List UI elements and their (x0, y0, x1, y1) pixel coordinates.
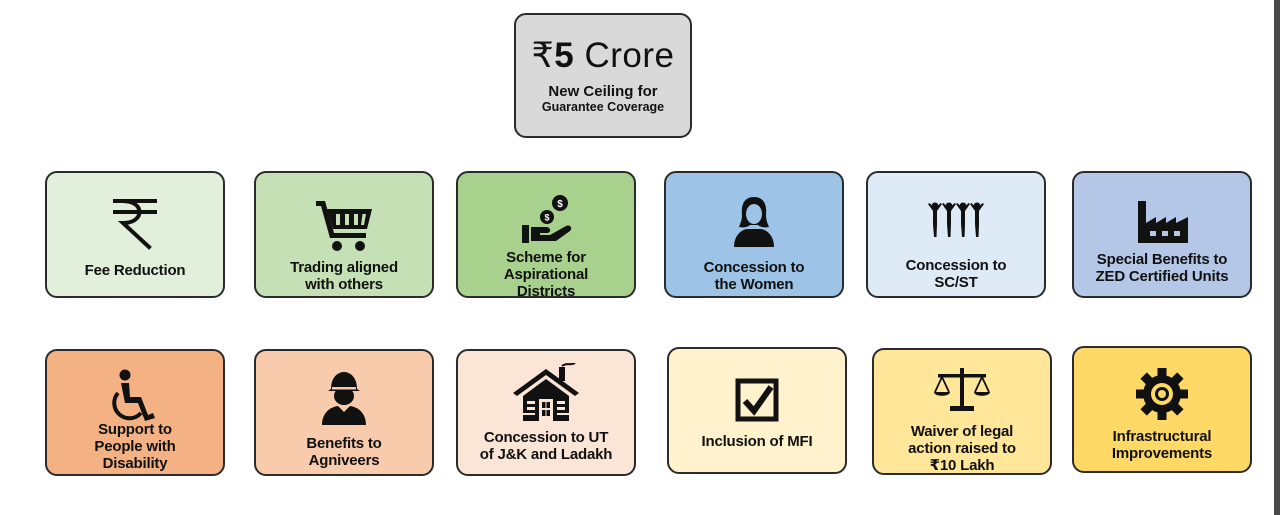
card-label-line1: Trading aligned (290, 259, 398, 276)
card-label: Inclusion of MFI (673, 433, 841, 450)
hero-subtitle-line2: Guarantee Coverage (541, 100, 665, 114)
house-icon (511, 363, 581, 425)
card-label-line1: Special Benefits to (1096, 251, 1228, 268)
card-label-line1: Waiver of legal (910, 423, 1014, 440)
card-label-line3: ₹10 Lakh (929, 457, 995, 474)
card-aspirational-districts: $ $ Scheme for Aspirational Districts (456, 171, 636, 300)
card-ut-jk-ladakh: Concession to UT of J&K and Ladakh (456, 349, 636, 476)
card-label: Concession to UT of J&K and Ladakh (462, 429, 630, 463)
card-label: Special Benefits to ZED Certified Units (1078, 251, 1246, 285)
card-label: Infrastructural Improvements (1078, 428, 1246, 462)
woman-icon (724, 189, 784, 249)
gear-icon (1132, 364, 1192, 424)
svg-text:$: $ (557, 199, 563, 210)
rupee-icon (105, 191, 165, 251)
card-concession-women: Concession to the Women (664, 171, 844, 298)
card-label-line1: Concession to UT (483, 429, 609, 446)
card-label-line2: of J&K and Ladakh (479, 446, 613, 463)
wheelchair-icon (105, 365, 165, 425)
card-label-line3: Districts (516, 283, 576, 300)
right-edge-bar (1274, 0, 1280, 515)
hero-amount-unit: Crore (584, 36, 675, 75)
group-people-icon (926, 191, 986, 251)
card-label: Fee Reduction (51, 262, 219, 279)
card-label: Support to People with Disability (51, 421, 219, 472)
card-legal-waiver: Waiver of legal action raised to ₹10 Lak… (872, 348, 1052, 475)
card-label-line1: Concession to (703, 259, 805, 276)
card-label-line2: action raised to (908, 440, 1016, 457)
card-label-line1: Inclusion of MFI (701, 433, 813, 450)
card-label-line2: with others (305, 276, 383, 293)
card-label-line2: Agniveers (308, 452, 380, 469)
hero-amount: ₹5 Crore (516, 37, 690, 75)
scales-icon (932, 362, 992, 422)
card-label-line2: Improvements (1111, 445, 1213, 462)
card-label: Waiver of legal action raised to ₹10 Lak… (878, 423, 1046, 474)
hero-amount-number: 5 (554, 36, 575, 75)
card-label-line1: Concession to (905, 257, 1007, 274)
card-label-line2: ZED Certified Units (1095, 268, 1229, 285)
card-label-line1: Support to (98, 421, 172, 438)
card-zed-certified: Special Benefits to ZED Certified Units (1072, 171, 1252, 298)
hero-coverage-ceiling: ₹5 Crore New Ceiling for Guarantee Cover… (514, 13, 692, 138)
card-label-line2: People with (94, 438, 176, 455)
rupee-symbol: ₹ (531, 36, 555, 75)
card-fee-reduction: Fee Reduction (45, 171, 225, 298)
card-label-line2: Aspirational (503, 266, 589, 283)
card-inclusion-mfi: Inclusion of MFI (667, 347, 847, 474)
card-label-line1: Infrastructural (1112, 428, 1212, 445)
card-label: Benefits to Agniveers (260, 435, 428, 469)
card-label-line1: Scheme for (506, 249, 586, 266)
svg-text:$: $ (544, 213, 549, 223)
checkbox-icon (727, 371, 787, 431)
soldier-icon (314, 367, 374, 427)
card-label-line3: Disability (102, 455, 168, 472)
shopping-cart-icon (314, 195, 374, 255)
card-label: Concession to the Women (670, 259, 838, 293)
card-agniveers: Benefits to Agniveers (254, 349, 434, 476)
card-label: Concession to SC/ST (872, 257, 1040, 291)
factory-icon (1132, 187, 1192, 247)
card-disability-support: Support to People with Disability (45, 349, 225, 476)
card-trading-aligned: Trading aligned with others (254, 171, 434, 298)
card-label: Trading aligned with others (260, 259, 428, 293)
card-label: Scheme for Aspirational Districts (462, 249, 630, 300)
card-label-line1: Fee Reduction (84, 262, 186, 279)
hero-subtitle-line1: New Ceiling for (548, 83, 658, 100)
card-label-line1: Benefits to (306, 435, 382, 452)
card-label-line2: the Women (714, 276, 794, 293)
card-label-line2: SC/ST (934, 274, 978, 291)
card-concession-scst: Concession to SC/ST (866, 171, 1046, 298)
hand-coins-icon: $ $ (516, 187, 576, 247)
card-infrastructure: Infrastructural Improvements (1072, 346, 1252, 473)
